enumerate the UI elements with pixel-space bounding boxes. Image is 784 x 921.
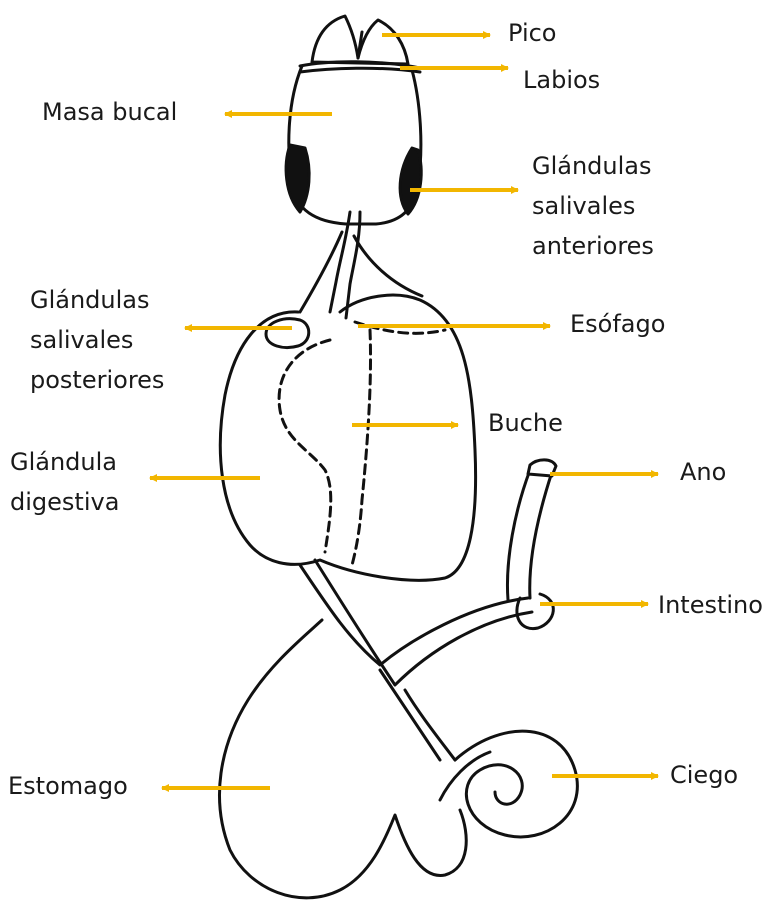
label-glandula-digestiva-line2: digestiva: [10, 482, 119, 522]
digestive-gland-body: [220, 295, 475, 580]
label-glandulas-posteriores-line3: posteriores: [30, 360, 164, 400]
label-ano-line: Ano: [680, 458, 726, 487]
label-esofago: Esófago: [570, 310, 665, 339]
caecum-spiral: [455, 731, 577, 837]
anterior-salivary-gland-right: [400, 148, 421, 214]
anterior-salivary-gland-left: [286, 145, 309, 212]
label-pico-line: Pico: [508, 19, 557, 48]
label-glandulas-posteriores-line1: Glándulas: [30, 280, 164, 320]
label-ciego-line: Ciego: [670, 761, 738, 790]
label-intestino: Intestino: [658, 591, 763, 620]
label-glandulas-anteriores-line2: salivales: [532, 186, 654, 226]
rectum-tube: [507, 470, 552, 600]
crop-outline: [279, 340, 331, 552]
label-masa-bucal: Masa bucal: [42, 98, 177, 127]
label-glandulas-anteriores: Glándulas salivales anteriores: [532, 146, 654, 266]
label-labios: Labios: [523, 66, 600, 95]
intestine-tube: [300, 560, 532, 685]
label-esofago-line: Esófago: [570, 310, 665, 339]
label-buche-line: Buche: [488, 409, 563, 438]
label-pico: Pico: [508, 19, 557, 48]
label-glandula-digestiva-line1: Glándula: [10, 442, 119, 482]
label-labios-line: Labios: [523, 66, 600, 95]
stomach: [220, 620, 467, 898]
label-estomago: Estomago: [8, 772, 128, 801]
label-ano: Ano: [680, 458, 726, 487]
label-glandulas-posteriores: Glándulas salivales posteriores: [30, 280, 164, 400]
label-glandulas-posteriores-line2: salivales: [30, 320, 164, 360]
label-glandulas-anteriores-line1: Glándulas: [532, 146, 654, 186]
label-buche: Buche: [488, 409, 563, 438]
crop-midline: [352, 330, 371, 565]
label-glandulas-anteriores-line3: anteriores: [532, 226, 654, 266]
label-intestino-line: Intestino: [658, 591, 763, 620]
label-ciego: Ciego: [670, 761, 738, 790]
stomach-connection: [380, 670, 455, 760]
label-estomago-line: Estomago: [8, 772, 128, 801]
label-glandula-digestiva: Glándula digestiva: [10, 442, 119, 522]
label-masa-bucal-line: Masa bucal: [42, 98, 177, 127]
posterior-salivary-gland: [266, 319, 309, 348]
